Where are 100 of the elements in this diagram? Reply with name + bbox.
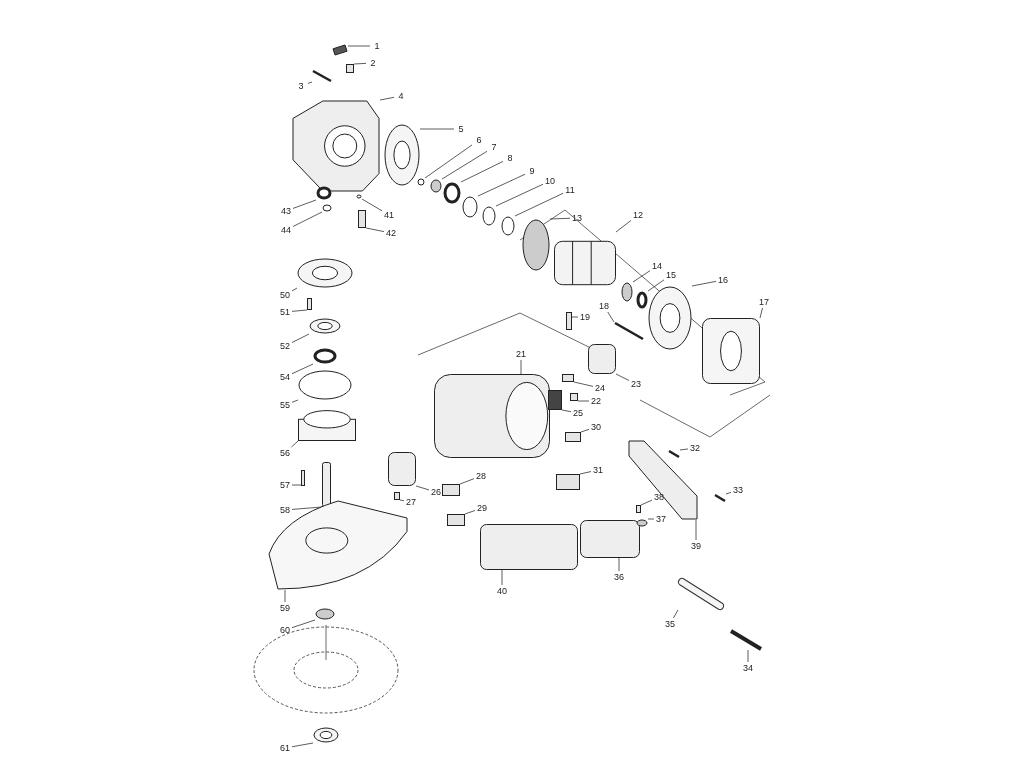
- washer-drawing: [417, 178, 425, 186]
- rear-handle-drawing: [480, 524, 578, 570]
- callout-number: 7: [491, 142, 497, 152]
- bearing-drawing: [316, 186, 332, 200]
- leader-line: [292, 211, 323, 227]
- lock-lever-drawing: [332, 44, 348, 56]
- leader-line: [399, 499, 405, 502]
- bearing-box-drawing: [298, 410, 356, 441]
- leader-line: [577, 400, 590, 402]
- callout-number: 28: [476, 471, 486, 481]
- callout-number: 3: [298, 81, 304, 91]
- callout-number: 12: [633, 210, 643, 220]
- leader-line: [618, 557, 620, 572]
- leader-line: [459, 478, 475, 485]
- power-cord-drawing: [730, 630, 762, 650]
- retaining-ring-drawing: [501, 216, 515, 236]
- leader-line: [561, 409, 572, 413]
- carbon-brush-drawing: [565, 432, 581, 442]
- bearing-drawing: [621, 282, 633, 302]
- o-ring-drawing: [298, 370, 352, 400]
- strain-relief-drawing: [678, 578, 724, 610]
- callout-number: 19: [580, 312, 590, 322]
- screw-drawing: [636, 505, 641, 513]
- leader-line: [725, 491, 732, 495]
- leader-line: [501, 569, 503, 586]
- callout-number: 51: [280, 307, 290, 317]
- callout-number: 41: [384, 210, 394, 220]
- callout-number: 29: [477, 503, 487, 513]
- insulation-sheet-drawing: [447, 514, 465, 526]
- leader-line: [291, 309, 308, 312]
- leader-line: [291, 440, 299, 448]
- pin-drawing: [358, 210, 366, 228]
- callout-number: 13: [572, 213, 582, 223]
- callout-number: 38: [654, 492, 664, 502]
- callout-number: 40: [497, 586, 507, 596]
- insulation-sheet-drawing: [566, 312, 572, 330]
- washer-drawing: [482, 206, 496, 226]
- leader-line: [549, 217, 571, 220]
- leader-line: [365, 227, 385, 232]
- fan-drawing: [522, 219, 550, 271]
- screw-drawing: [668, 450, 680, 458]
- leader-line: [691, 280, 717, 287]
- callout-number: 24: [595, 383, 605, 393]
- callout-number: 42: [386, 228, 396, 238]
- callout-number: 14: [652, 261, 662, 271]
- brush-holder-cover-drawing: [588, 344, 616, 374]
- controller-drawing: [556, 474, 580, 490]
- leader-line: [573, 381, 594, 387]
- callout-number: 54: [280, 372, 290, 382]
- callout-number: 35: [665, 619, 675, 629]
- leader-line: [580, 428, 590, 433]
- pinion-drawing: [430, 179, 442, 193]
- leader-line: [284, 589, 286, 603]
- callout-number: 34: [743, 663, 753, 673]
- leader-line: [441, 150, 488, 180]
- callout-number: 32: [690, 443, 700, 453]
- inner-flange-drawing: [315, 608, 335, 620]
- retainer-drawing: [309, 318, 341, 334]
- screw-drawing: [394, 492, 400, 500]
- callout-number: 58: [280, 505, 290, 515]
- screw-drawing: [307, 298, 312, 310]
- leader-line: [695, 519, 697, 541]
- leader-line: [615, 220, 632, 233]
- callout-number: 30: [591, 422, 601, 432]
- brush-holder-drawing: [548, 390, 562, 410]
- leader-line: [291, 333, 310, 343]
- callout-number: 11: [565, 185, 575, 195]
- callout-number: 15: [666, 270, 676, 280]
- leader-line: [579, 471, 592, 475]
- leader-line: [379, 96, 395, 101]
- leader-line: [679, 448, 689, 451]
- leader-line: [607, 311, 615, 323]
- leader-line: [464, 510, 476, 515]
- leader-line: [477, 173, 526, 197]
- screw-drawing: [301, 470, 305, 486]
- leader-line: [419, 128, 455, 130]
- leader-line: [292, 199, 317, 209]
- callout-number: 56: [280, 448, 290, 458]
- leader-line: [291, 506, 323, 510]
- callout-number: 44: [281, 225, 291, 235]
- switch-drawing: [580, 520, 640, 558]
- handle-cover-drawing: [628, 440, 698, 520]
- bevel-gear-drawing: [297, 258, 353, 288]
- callout-number: 39: [691, 541, 701, 551]
- callout-number: 23: [631, 379, 641, 389]
- callout-number: 36: [614, 572, 624, 582]
- leader-line: [307, 81, 313, 84]
- carbon-brush-drawing: [562, 374, 574, 382]
- callout-number: 52: [280, 341, 290, 351]
- leader-line: [415, 485, 430, 491]
- leader-line: [747, 649, 749, 663]
- spring-drawing: [346, 64, 354, 73]
- callout-number: 61: [280, 743, 290, 753]
- callout-number: 18: [599, 301, 609, 311]
- callout-number: 57: [280, 480, 290, 490]
- callout-number: 33: [733, 485, 743, 495]
- leader-line: [291, 363, 314, 375]
- leader-line: [291, 484, 302, 486]
- bearing-box-drawing: [384, 124, 420, 186]
- callout-number: 26: [431, 487, 441, 497]
